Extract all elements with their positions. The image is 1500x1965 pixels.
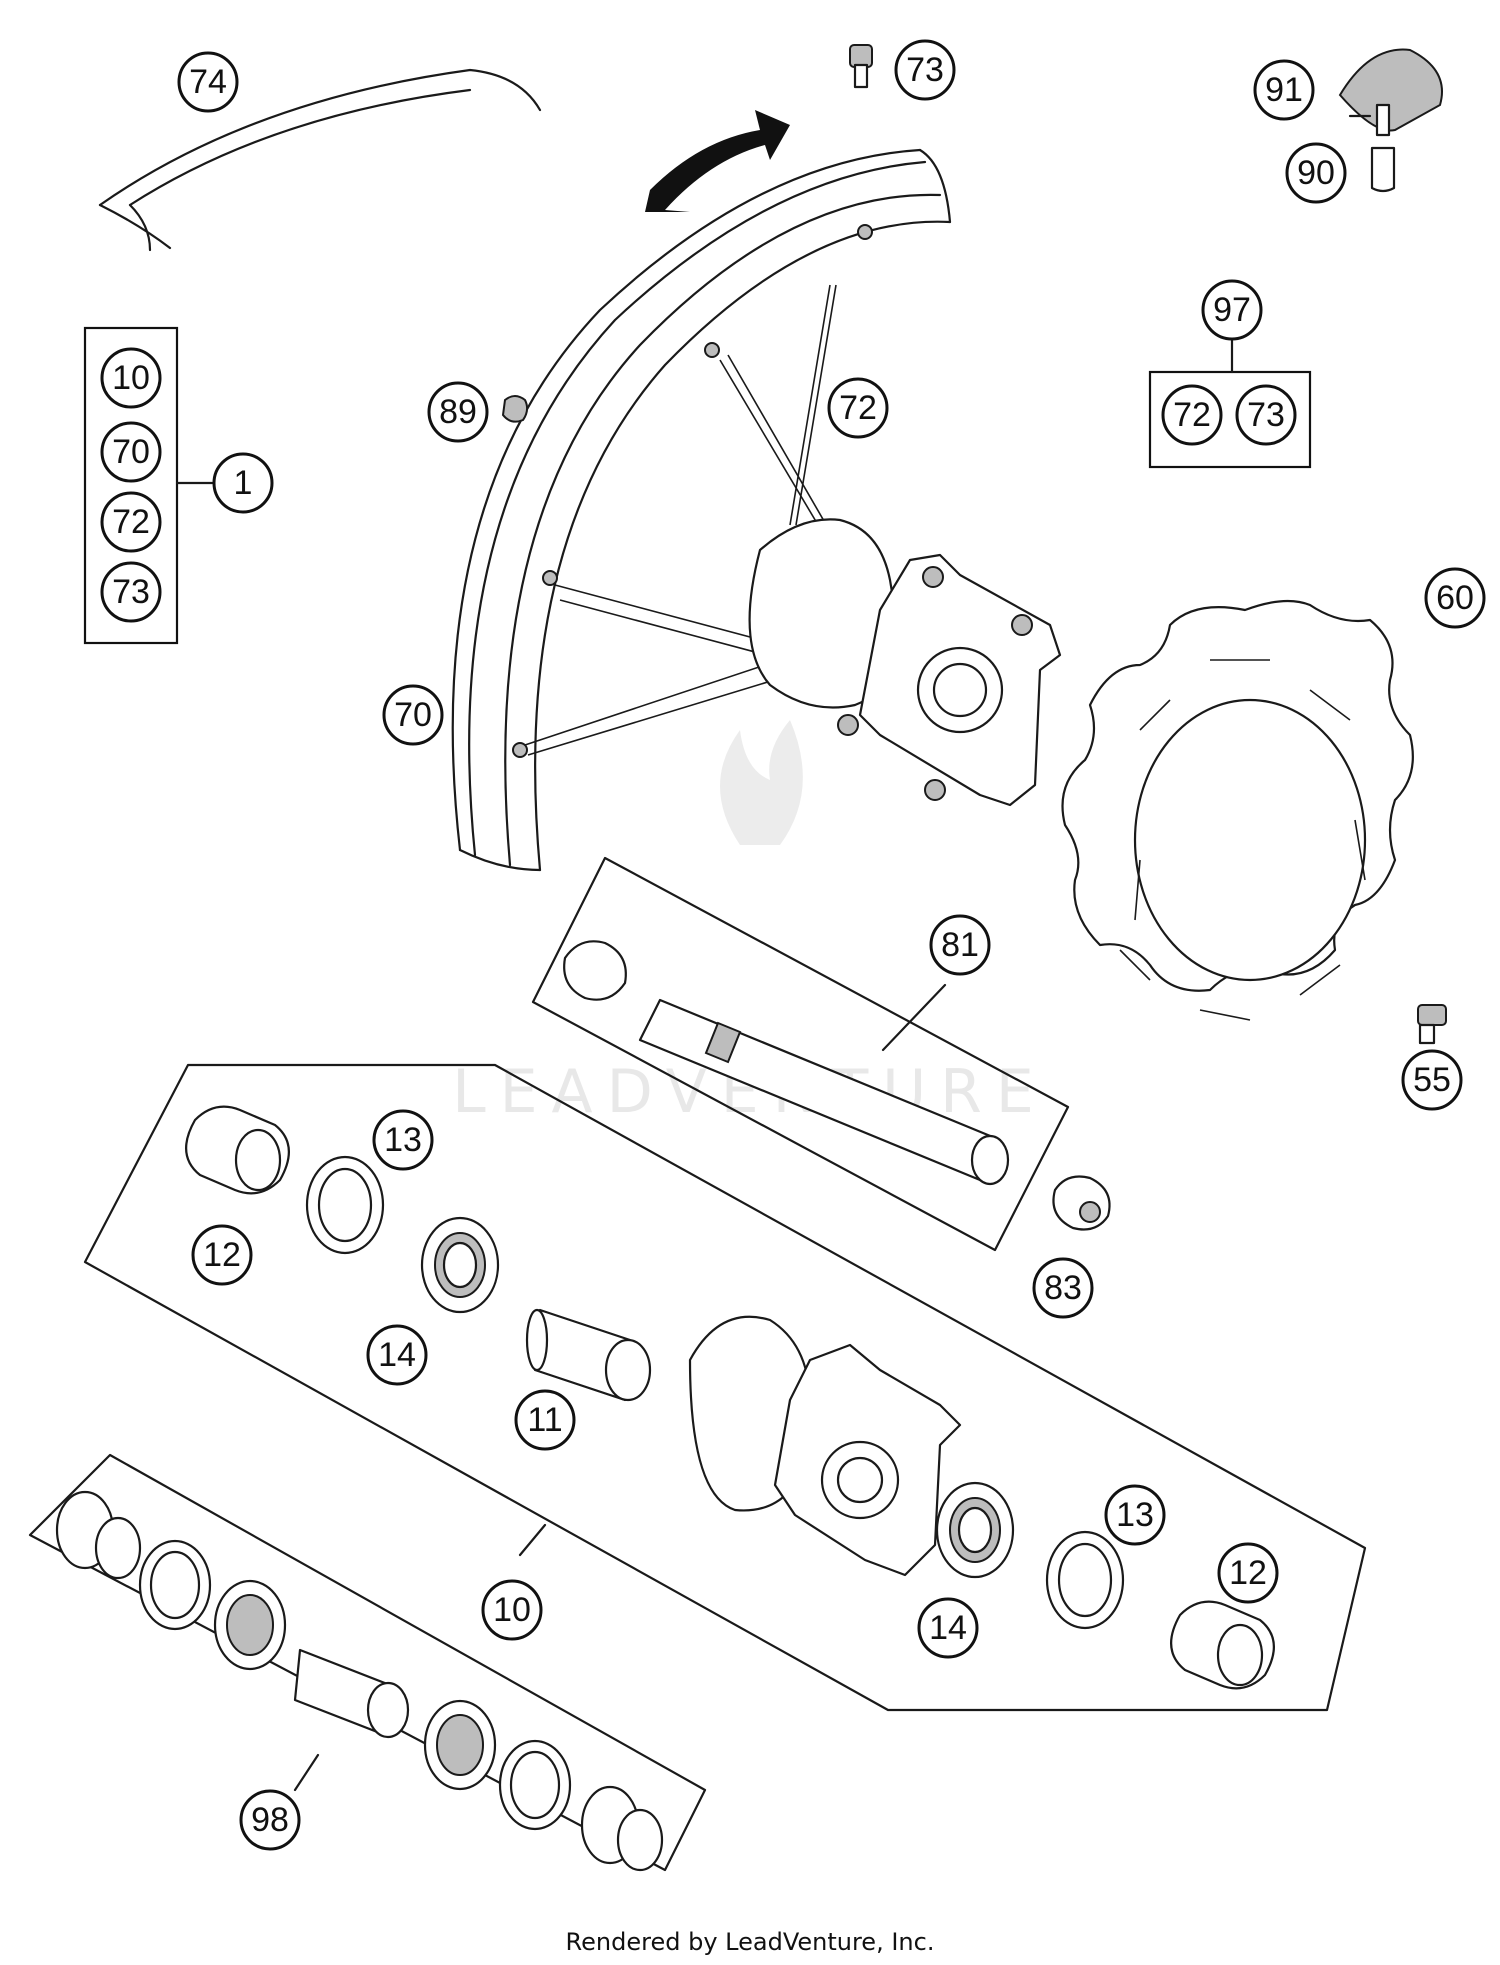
callout-97-72[interactable]: 72 <box>1161 384 1223 446</box>
callout-81-label: 81 <box>941 926 979 964</box>
callout-11-label: 11 <box>527 1401 562 1439</box>
wheel-rim <box>451 148 952 872</box>
callout-70[interactable]: 70 <box>382 684 444 746</box>
callout-10-label: 10 <box>493 1591 531 1629</box>
disc-bolt-part <box>1417 1004 1447 1045</box>
callout-74-label: 74 <box>189 63 227 101</box>
callout-98[interactable]: 98 <box>239 1789 301 1851</box>
rim-tape-part <box>98 68 542 252</box>
callout-60-label: 60 <box>1436 579 1474 617</box>
callout-12-left-label: 12 <box>203 1236 241 1274</box>
callout-98-label: 98 <box>251 1801 289 1839</box>
axle-group <box>531 856 1070 1252</box>
callout-90[interactable]: 90 <box>1285 142 1347 204</box>
callout-1-73-label: 73 <box>112 573 150 611</box>
callout-1-70[interactable]: 70 <box>100 421 162 483</box>
callout-12-left[interactable]: 12 <box>191 1224 253 1286</box>
callout-1[interactable]: 1 <box>212 452 274 514</box>
callout-97-label: 97 <box>1213 291 1251 329</box>
callout-73-nipple[interactable]: 73 <box>894 39 956 101</box>
callout-72-label: 72 <box>839 389 877 427</box>
callout-83-label: 83 <box>1044 1269 1082 1307</box>
callout-11[interactable]: 11 <box>514 1389 576 1451</box>
render-credit: Rendered by LeadVenture, Inc. <box>565 1928 935 1956</box>
callout-1-72[interactable]: 72 <box>100 491 162 553</box>
callout-74[interactable]: 74 <box>177 51 239 113</box>
callout-12-right[interactable]: 12 <box>1217 1542 1279 1604</box>
callout-1-label: 1 <box>234 464 253 502</box>
callout-89[interactable]: 89 <box>427 381 489 443</box>
callout-70-label: 70 <box>394 696 432 734</box>
callout-60[interactable]: 60 <box>1424 567 1486 629</box>
callout-13-left-label: 13 <box>384 1121 422 1159</box>
callout-55[interactable]: 55 <box>1401 1049 1463 1111</box>
spoke-nipple-part <box>849 44 873 89</box>
callout-12-right-label: 12 <box>1229 1554 1267 1592</box>
callout-14-left[interactable]: 14 <box>366 1324 428 1386</box>
callout-14-left-label: 14 <box>378 1336 416 1374</box>
callout-97[interactable]: 97 <box>1201 279 1263 341</box>
callout-10[interactable]: 10 <box>481 1579 543 1641</box>
callout-1-10[interactable]: 10 <box>100 347 162 409</box>
callout-55-label: 55 <box>1413 1061 1451 1099</box>
callout-1-73[interactable]: 73 <box>100 561 162 623</box>
callout-1-10-label: 10 <box>112 359 150 397</box>
bearing-kit-group <box>28 1453 707 1872</box>
brake-disc-part <box>1061 599 1414 1021</box>
callout-14-right[interactable]: 14 <box>917 1597 979 1659</box>
axle-nut-part <box>1052 1175 1111 1231</box>
spoke-set-box <box>1148 370 1312 469</box>
callout-89-label: 89 <box>439 393 477 431</box>
rim-lock-part <box>1338 48 1443 193</box>
callout-14-right-label: 14 <box>929 1609 967 1647</box>
callout-13-right[interactable]: 13 <box>1104 1484 1166 1546</box>
callout-91[interactable]: 91 <box>1253 59 1315 121</box>
callout-90-label: 90 <box>1297 154 1335 192</box>
callout-97-73[interactable]: 73 <box>1235 384 1297 446</box>
callout-81[interactable]: 81 <box>929 914 991 976</box>
callout-1-72-label: 72 <box>112 503 150 541</box>
callout-83[interactable]: 83 <box>1032 1257 1094 1319</box>
wheel-assembly-box <box>83 326 179 645</box>
callout-13-right-label: 13 <box>1116 1496 1154 1534</box>
callout-1-70-label: 70 <box>112 433 150 471</box>
callout-97-72-label: 72 <box>1173 396 1211 434</box>
hub-assembled <box>748 518 1062 807</box>
callout-73-nipple-label: 73 <box>906 51 944 89</box>
hub-kit-group <box>83 1063 1367 1712</box>
callout-72[interactable]: 72 <box>827 377 889 439</box>
plug-part <box>501 395 529 423</box>
callout-13-left[interactable]: 13 <box>372 1109 434 1171</box>
callout-97-73-label: 73 <box>1247 396 1285 434</box>
callout-91-label: 91 <box>1265 71 1303 109</box>
rotation-direction-arrow <box>645 110 790 212</box>
